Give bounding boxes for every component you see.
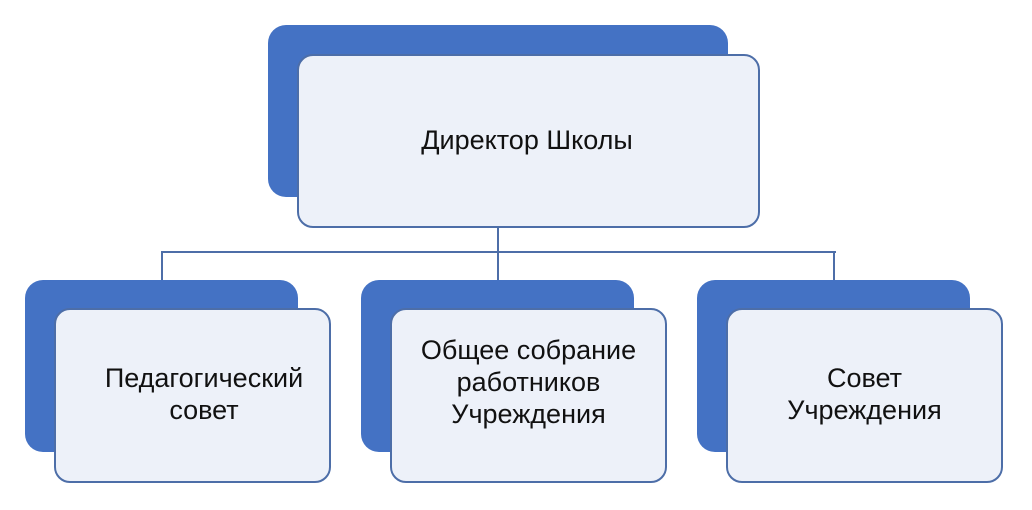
- connector-to-child-2: [497, 251, 499, 280]
- root-node-box: [297, 54, 760, 228]
- connector-to-child-1: [161, 251, 163, 280]
- root-node-label: Директор Школы: [421, 125, 633, 155]
- child-node-box: [726, 308, 1003, 483]
- child-node-label: Совет Учреждения: [787, 363, 942, 425]
- child-node-label: Педагогический совет: [104, 363, 304, 425]
- child-node-box: [390, 308, 667, 483]
- connector-to-child-3: [833, 251, 835, 280]
- child-node-label: Общее собрание работников Учреждения: [420, 335, 637, 429]
- child-node-box: [54, 308, 331, 483]
